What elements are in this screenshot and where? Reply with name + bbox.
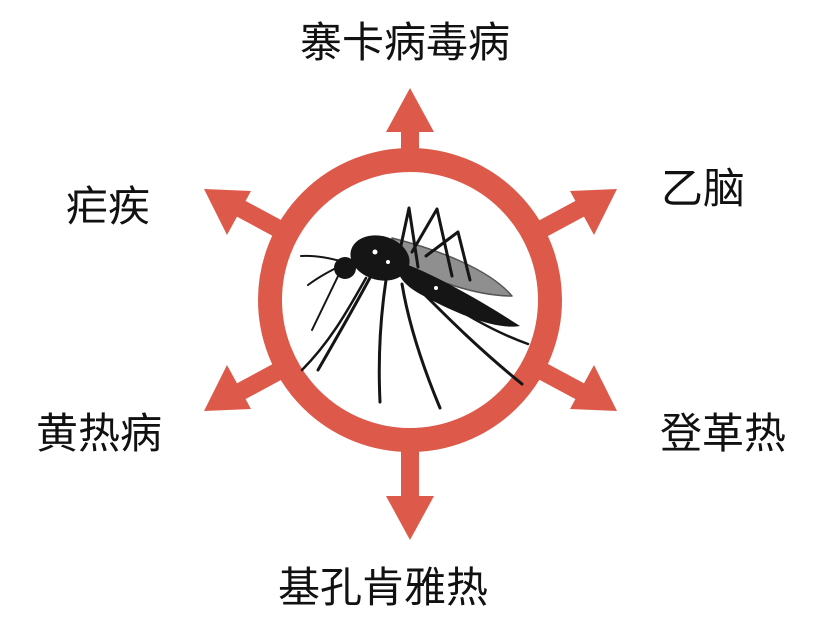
disease-label-chikungunya: 基孔肯雅热 xyxy=(278,563,489,612)
mosquito-icon xyxy=(300,206,530,410)
disease-label-japanese-encephalitis: 乙脑 xyxy=(661,164,746,213)
disease-label-malaria: 疟疾 xyxy=(66,182,151,231)
ring xyxy=(258,148,562,452)
disease-label-dengue: 登革热 xyxy=(660,409,787,458)
disease-label-yellow-fever: 黄热病 xyxy=(36,409,163,458)
disease-label-zika: 寨卡病毒病 xyxy=(300,18,511,67)
